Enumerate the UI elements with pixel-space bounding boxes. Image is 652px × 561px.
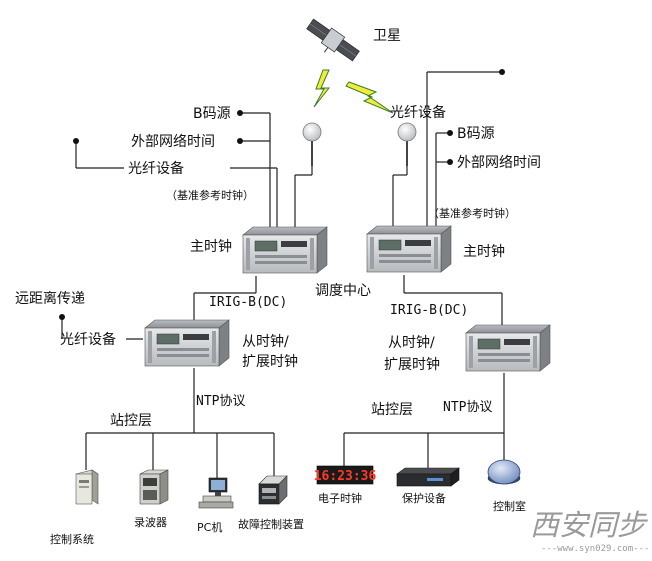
left-master-clock-icon (242, 226, 328, 274)
device-wave-recorder: 录波器 (134, 516, 167, 529)
left-irig-label: IRIG-B(DC) (209, 295, 287, 310)
right-slave-clock-icon (465, 324, 551, 372)
left-ntp-label: NTP协议 (196, 394, 245, 409)
protection-device-icon (396, 467, 460, 487)
watermark-url: ---www.syn029.com--- (541, 544, 649, 554)
device-protection: 保护设备 (402, 491, 446, 505)
right-ref-bcode: B码源 (457, 126, 495, 142)
left-fiber-device-label: 光纤设备 (60, 331, 116, 348)
right-irig-label: IRIG-B(DC) (390, 303, 468, 318)
dispatch-center-label: 调度中心 (315, 283, 371, 299)
left-slave-clock-icon (144, 319, 230, 367)
device-control-room: 控制室 (493, 499, 526, 513)
right-slave-line1: 从时钟/ (388, 334, 435, 351)
connection-lines (61, 71, 505, 478)
left-master-label: 主时钟 (190, 238, 232, 255)
right-ref-note: （基准参考时钟） (428, 206, 516, 220)
device-fault-control: 故障控制装置 (238, 517, 304, 531)
right-station-label: 站控层 (371, 402, 413, 418)
right-ref-network-time: 外部网络时间 (457, 155, 541, 171)
digital-clock-display: 16:23:36 (314, 469, 377, 484)
right-slave-line2: 扩展时钟 (384, 356, 440, 373)
left-ref-note: （基准参考时钟） (166, 188, 254, 202)
signal-right-icon (345, 81, 394, 114)
right-master-label: 主时钟 (463, 243, 505, 260)
watermark-logo: 西安同步 (530, 508, 649, 542)
gps-antenna-left-icon (302, 122, 322, 167)
right-ref-fiber: 光纤设备 (390, 104, 446, 121)
left-slave-line1: 从时钟/ (242, 333, 289, 350)
left-station-label: 站控层 (110, 413, 152, 429)
signal-left-icon (313, 69, 331, 108)
device-control-system: 控制系统 (50, 532, 94, 546)
pc-icon (198, 477, 234, 509)
right-master-clock-icon (366, 225, 452, 273)
satellite-icon (306, 18, 360, 62)
recorder-icon (139, 469, 169, 505)
right-ntp-label: NTP协议 (443, 400, 492, 415)
satellite-label: 卫星 (373, 28, 401, 44)
device-electronic-clock: 电子时钟 (318, 491, 362, 505)
left-ref-network-time: 外部网络时间 (131, 134, 215, 150)
left-ref-fiber: 光纤设备 (128, 160, 184, 177)
junction-dots (59, 69, 505, 320)
left-slave-line2: 扩展时钟 (242, 353, 298, 370)
digital-clock-icon: 16:23:36 (314, 465, 377, 485)
gps-antenna-right-icon (397, 122, 417, 167)
left-ref-bcode: B码源 (193, 106, 231, 122)
remote-transfer-label: 远距离传递 (15, 290, 85, 307)
control-room-icon (487, 459, 521, 485)
server-icon (75, 469, 99, 505)
fault-device-icon (258, 475, 288, 505)
device-pc: PC机 (197, 520, 222, 534)
